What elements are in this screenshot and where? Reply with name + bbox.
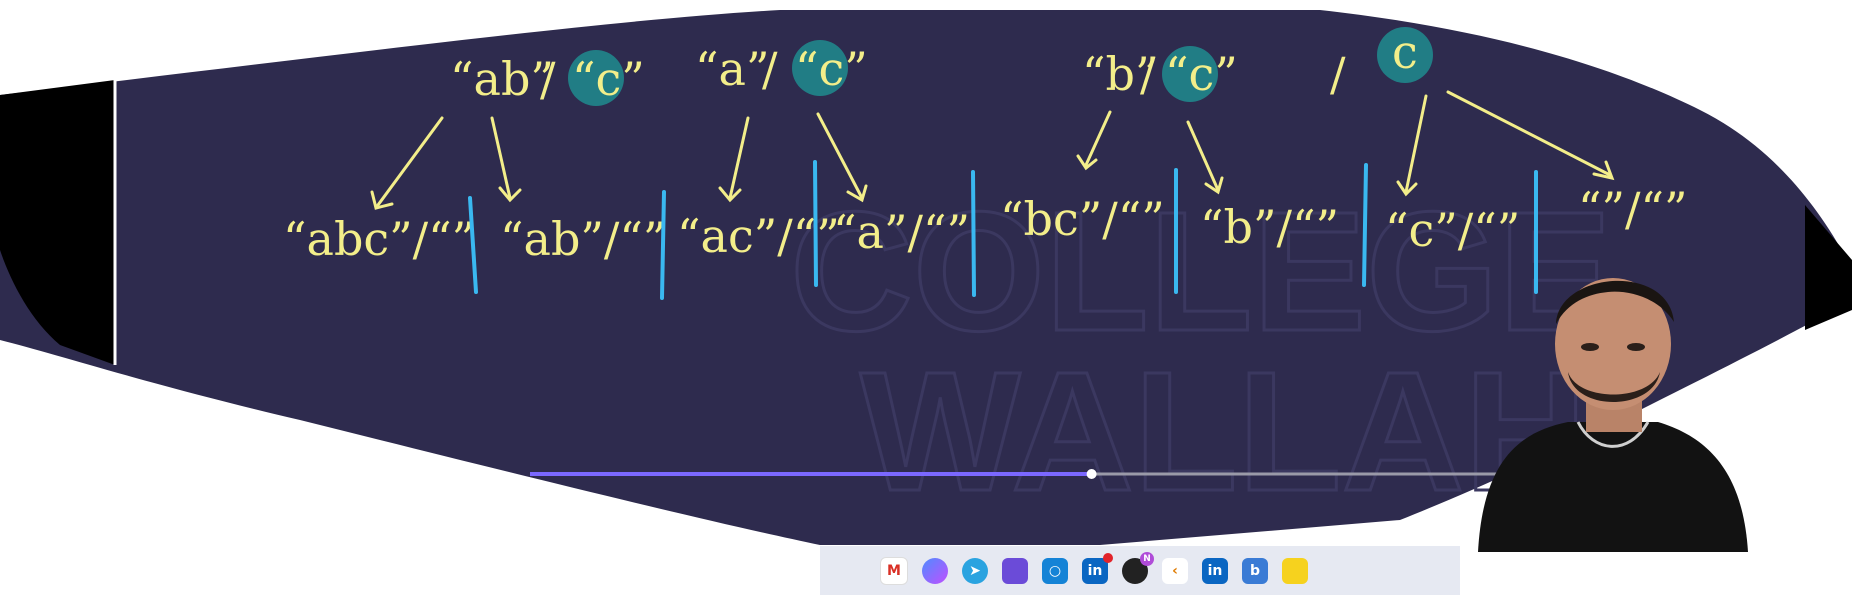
leaf-node: “ac”/“” — [677, 209, 840, 263]
tree-arrows — [370, 90, 1615, 210]
svg-text:/: / — [540, 52, 556, 106]
parent-node: “a” / “c” — [695, 42, 868, 96]
svg-text:/: / — [1330, 47, 1346, 101]
right-margin — [1805, 205, 1852, 330]
leaf-node: “c”/“” — [1385, 203, 1520, 257]
notes-icon[interactable] — [1282, 557, 1308, 584]
linkedin-label: in — [1087, 562, 1103, 579]
cortana-icon[interactable]: ○ — [1042, 557, 1068, 584]
leaf-node: “ab”/“” — [500, 212, 666, 266]
svg-text:“abc”/“”: “abc”/“” — [283, 212, 475, 266]
profile-badge: N — [1140, 551, 1154, 566]
bing-icon[interactable]: b — [1242, 557, 1268, 584]
svg-text:/: / — [1140, 47, 1156, 101]
presenter-video — [1478, 278, 1748, 552]
svg-text:c: c — [1392, 25, 1418, 79]
parent-node: “b” / “c” — [1082, 47, 1238, 101]
parent-node: / c — [1330, 25, 1418, 101]
svg-text:“ab”: “ab” — [450, 52, 554, 106]
board-shape — [0, 10, 1852, 545]
copilot-icon[interactable] — [922, 557, 948, 584]
profile-icon[interactable]: N — [1122, 551, 1154, 584]
svg-text:/: / — [762, 42, 778, 96]
svg-text:“ac”/“”: “ac”/“” — [677, 209, 840, 263]
svg-text:“a”/“”: “a”/“” — [833, 205, 970, 259]
highlight-circle — [1162, 46, 1218, 102]
linkedin-label: in — [1207, 562, 1223, 579]
svg-text:“bc”/“”: “bc”/“” — [1000, 192, 1165, 246]
progress-handle[interactable] — [1086, 469, 1097, 479]
svg-text:“ab”/“”: “ab”/“” — [500, 212, 666, 266]
watermark-line2: WALLAH — [860, 337, 1587, 527]
leaf-node: “bc”/“” — [1000, 192, 1165, 246]
parent-node: “ab” / “c” — [450, 52, 645, 106]
leaf-node: “a”/“” — [833, 205, 970, 259]
svg-text:“c”/“”: “c”/“” — [1385, 203, 1520, 257]
highlight-circle — [568, 50, 624, 106]
leaf-node: “abc”/“” — [283, 212, 475, 266]
code-icon[interactable]: ‹ — [1162, 557, 1188, 584]
svg-text:“c”: “c” — [572, 52, 645, 106]
highlight-circle — [1377, 27, 1433, 83]
windows-taskbar: M ➤ ○ in N ‹ in b — [820, 546, 1460, 595]
svg-text:“c”: “c” — [795, 42, 868, 96]
svg-text:“c”: “c” — [1165, 47, 1238, 101]
svg-text:“”/“”: “”/“” — [1578, 182, 1688, 236]
leaf-node: “b”/“” — [1200, 200, 1339, 254]
leaf-node: “”/“” — [1578, 182, 1688, 236]
telegram-icon[interactable]: ➤ — [962, 557, 988, 584]
clapper-icon[interactable] — [1002, 557, 1028, 584]
svg-text:“b”: “b” — [1082, 47, 1158, 101]
linkedin-icon[interactable]: in — [1202, 557, 1228, 584]
left-margin — [0, 80, 115, 365]
watermark-line1: COLLEGE — [790, 177, 1612, 367]
linkedin-icon[interactable]: in — [1082, 552, 1113, 584]
highlight-circle — [792, 40, 848, 96]
leaf-dividers — [468, 160, 1538, 300]
svg-text:“b”/“”: “b”/“” — [1200, 200, 1339, 254]
svg-text:“a”: “a” — [695, 42, 769, 96]
gmail-icon[interactable]: M — [880, 556, 908, 585]
